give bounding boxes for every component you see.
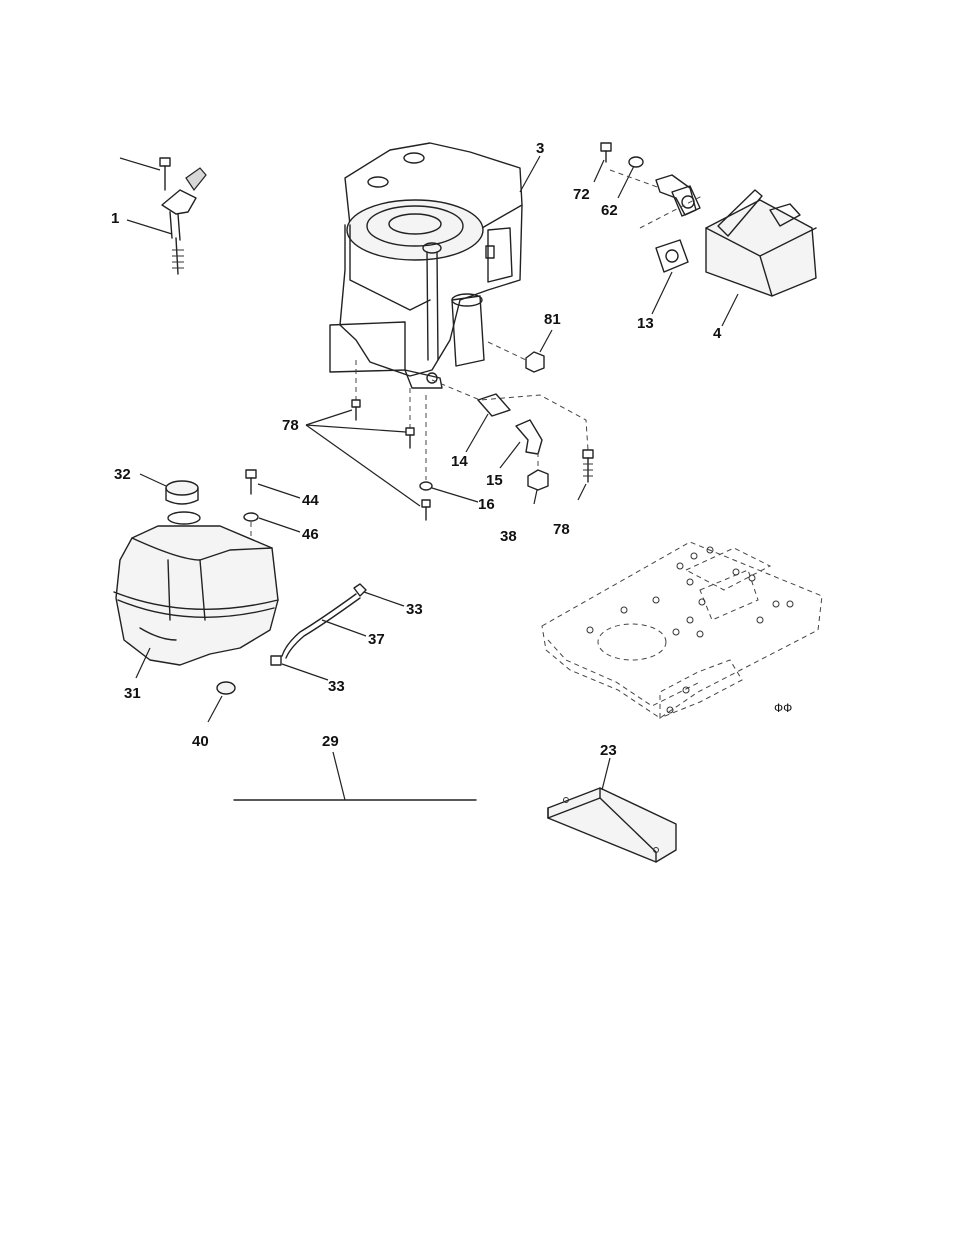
part-label-13: 13 bbox=[637, 315, 654, 332]
part-label-14: 14 bbox=[451, 453, 468, 470]
part-label-62: 62 bbox=[601, 202, 618, 219]
corner-mark: ФФ bbox=[774, 701, 792, 715]
part-label-40: 40 bbox=[192, 733, 209, 750]
part-label-44: 44 bbox=[302, 492, 319, 509]
part-label-16: 16 bbox=[478, 496, 495, 513]
part-label-15: 15 bbox=[486, 472, 503, 489]
oil-drain-parts bbox=[432, 380, 593, 504]
part-label-3: 3 bbox=[536, 140, 544, 157]
part-29-line bbox=[234, 752, 476, 800]
part-label-32: 32 bbox=[114, 466, 131, 483]
part-label-37: 37 bbox=[368, 631, 385, 648]
nut-81-part bbox=[488, 330, 552, 372]
part-label-78-right: 78 bbox=[553, 521, 570, 538]
throttle-control-part bbox=[120, 158, 206, 274]
mounting-bolts bbox=[306, 360, 478, 520]
part-label-29: 29 bbox=[322, 733, 339, 750]
engine-part bbox=[330, 143, 522, 388]
part-label-33-top: 33 bbox=[406, 601, 423, 618]
part-label-1: 1 bbox=[111, 210, 119, 227]
part-label-31: 31 bbox=[124, 685, 141, 702]
muffler-assembly bbox=[594, 143, 816, 326]
part-label-81: 81 bbox=[544, 311, 561, 328]
part-label-46: 46 bbox=[302, 526, 319, 543]
bracket-23-part bbox=[548, 758, 676, 862]
fuel-tank-assembly bbox=[114, 470, 300, 722]
frame-plate bbox=[542, 542, 822, 718]
part-label-78-left: 78 bbox=[282, 417, 299, 434]
part-label-23: 23 bbox=[600, 742, 617, 759]
part-label-72: 72 bbox=[573, 186, 590, 203]
part-label-4: 4 bbox=[713, 325, 722, 342]
part-label-38: 38 bbox=[500, 528, 517, 545]
part-label-33-bottom: 33 bbox=[328, 678, 345, 695]
